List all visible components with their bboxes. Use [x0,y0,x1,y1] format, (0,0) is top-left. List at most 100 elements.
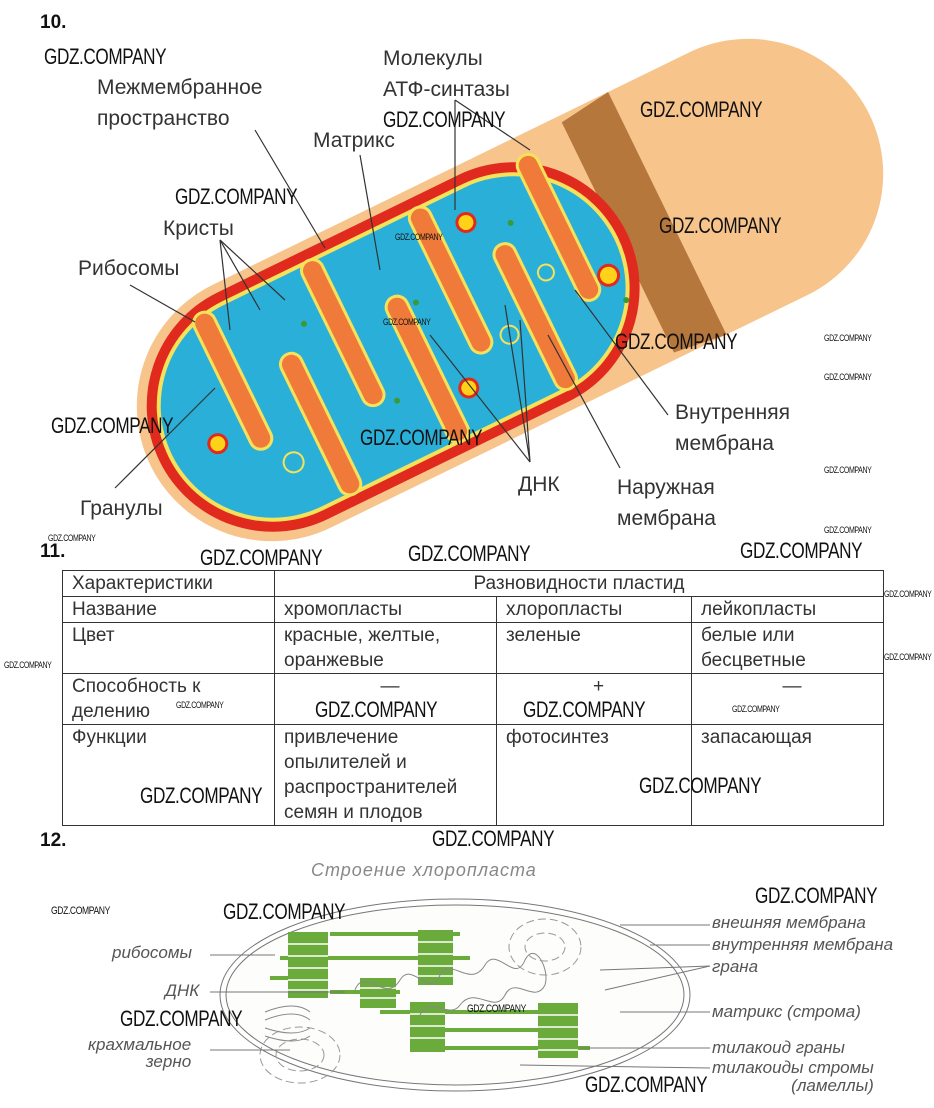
label-stroma-thylakoids: тилакоиды стромы(ламеллы) [712,1059,874,1095]
table-header-row: Характеристики Разновидности пластид [62,570,884,597]
watermark: GDZ.COMPANY [120,1006,243,1031]
watermark: GDZ.COMPANY [884,589,932,599]
watermark: GDZ.COMPANY [659,213,782,238]
watermark: GDZ.COMPANY [732,704,780,714]
label-dna: ДНК [165,981,200,1000]
leader-lines [114,99,669,489]
watermark: GDZ.COMPANY [176,700,224,710]
watermark: GDZ.COMPANY [432,826,555,851]
header-cell: Характеристики [62,570,275,597]
granum-thylakoid-lines [288,941,578,1051]
watermark: GDZ.COMPANY [467,1003,526,1015]
label-outer-membrane: Наружная мембрана [617,472,716,534]
watermark: GDZ.COMPANY [383,107,506,132]
label-granum-thylakoid: тилакоид граны [712,1038,845,1057]
dna-rings [282,263,555,474]
watermark: GDZ.COMPANY [140,783,263,808]
diagram-title: Строение хлоропласта [311,860,537,880]
watermark: GDZ.COMPANY [824,465,872,475]
row-label: Функции [62,724,275,826]
row-label: Цвет [62,622,275,674]
leader-lines [210,924,711,1069]
label-line: АТФ-синтазы [383,78,510,101]
label-granules: Гранулы [80,497,163,520]
task-number: 12. [40,830,67,851]
table-cell: фотосинтез [496,724,692,826]
label-outer-membrane: внешняя мембрана [712,913,866,932]
label-cristae: Кристы [163,217,234,240]
label-inner-membrane: Внутренняя мембрана [675,397,790,459]
watermark: GDZ.COMPANY [175,184,298,209]
table-cell: запасающая [691,724,884,826]
granum [410,1002,445,1052]
label-line: (ламеллы) [791,1076,874,1095]
table-row: Цвет красные, желтые, оранжевые зеленые … [62,622,884,674]
label-line: Наружная [617,476,715,499]
inner-membrane [225,904,685,1086]
table-row: Функции привлечение опылителей и распрос… [62,724,884,826]
table-cell: зеленые [496,622,692,674]
watermark: GDZ.COMPANY [315,697,438,722]
table-cell: привлечение опылителей и распространител… [274,724,497,826]
starch-grain [508,918,582,976]
watermark: GDZ.COMPANY [4,660,52,670]
task-number: 11. [40,541,66,562]
table-cell: лейкопласты [691,596,884,623]
label-ribosomes: Рибосомы [78,257,180,280]
watermark: GDZ.COMPANY [523,697,646,722]
watermark: GDZ.COMPANY [51,905,110,917]
watermark: GDZ.COMPANY [824,525,872,535]
table-row: Способность к делению — + — [62,673,884,725]
starch-grain [259,1026,341,1084]
watermark: GDZ.COMPANY [639,773,762,798]
watermark: GDZ.COMPANY [383,317,431,327]
watermark: GDZ.COMPANY [395,232,443,242]
label-line: крахмальное [88,1035,192,1054]
label-line: мембрана [617,507,716,530]
stroma-thylakoids [270,932,590,1050]
table-cell: красные, желтые, оранжевые [274,622,497,674]
table-cell: белые или бесцветные [691,622,884,674]
header-cell: Разновидности пластид [274,570,884,597]
label-stroma: матрикс (строма) [712,1002,861,1021]
mitochondrion-diagram [114,38,884,542]
granum [360,978,396,1008]
table-cell: — [691,673,884,725]
label-line: Межмембранное [97,76,263,99]
granum-stacks [288,930,578,1058]
table-cell: хлоропласты [496,596,692,623]
label-grana: грана [712,957,759,976]
granum [538,1003,578,1058]
watermark: GDZ.COMPANY [615,329,738,354]
label-ribosomes: рибосомы [112,943,193,962]
watermark: GDZ.COMPANY [585,1072,708,1097]
task-number: 10. [40,12,67,33]
watermark: GDZ.COMPANY [51,413,174,438]
ribosomes [300,219,630,404]
watermark: GDZ.COMPANY [824,333,872,343]
label-inner-membrane: внутренняя мембрана [712,935,894,954]
table-row: Название хромопласты хлоропласты лейкопл… [62,596,884,623]
watermark: GDZ.COMPANY [824,372,872,382]
watermark: GDZ.COMPANY [48,533,96,543]
plastids-table: Характеристики Разновидности пластид Наз… [62,570,884,826]
label-line: Внутренняя [675,401,791,424]
watermark: GDZ.COMPANY [884,652,932,662]
watermark: GDZ.COMPANY [408,541,531,566]
table-cell: хромопласты [274,596,497,623]
watermark: GDZ.COMPANY [740,538,863,563]
granum [288,932,328,998]
label-line: мембрана [675,432,774,455]
cristae [192,152,602,497]
membrane-folds [264,1005,311,1042]
watermark: GDZ.COMPANY [640,97,763,122]
outer-membrane [219,898,691,1092]
label-dna: ДНК [518,473,560,496]
granules [207,211,621,455]
watermark: GDZ.COMPANY [360,425,483,450]
watermark: GDZ.COMPANY [44,44,167,69]
granum [418,930,453,985]
